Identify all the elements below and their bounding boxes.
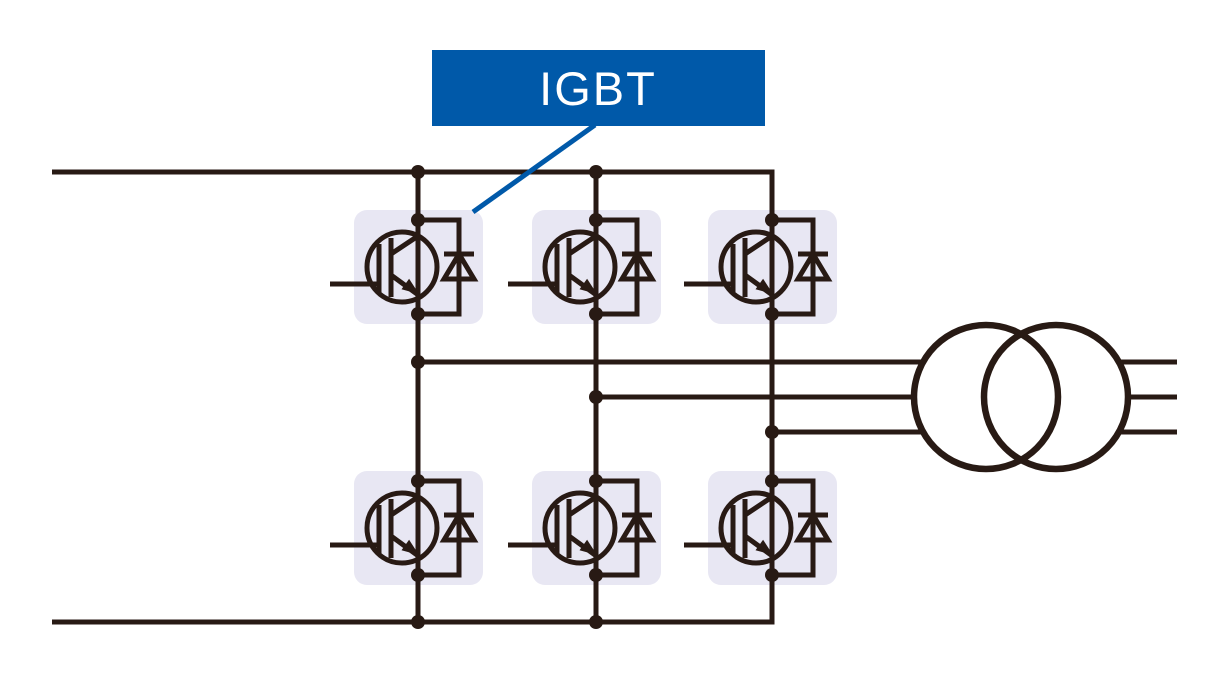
- igbt-cell-bottom-right: [684, 471, 837, 585]
- transformer-winding-right: [980, 321, 1132, 473]
- igbt-cell-bottom-left: [330, 471, 483, 585]
- junction-dot: [411, 165, 425, 179]
- igbt-cell-top-left: [330, 210, 483, 324]
- igbt-label-text: IGBT: [539, 62, 657, 115]
- callout-leader-line: [471, 122, 597, 215]
- igbt-label-box: [432, 50, 765, 126]
- junction-dot: [411, 355, 425, 369]
- igbt-cell-top-middle: [508, 210, 661, 324]
- junction-dot: [765, 425, 779, 439]
- igbt-callout: IGBT: [432, 50, 765, 215]
- igbt-cell-top-right: [684, 210, 837, 324]
- junction-dot: [411, 615, 425, 629]
- transformer-winding-left: [910, 321, 1062, 473]
- igbt-cell-bottom-middle: [508, 471, 661, 585]
- transformer-symbol: [910, 321, 1132, 473]
- junction-dot: [589, 390, 603, 404]
- junction-dot: [589, 165, 603, 179]
- junction-dot: [589, 615, 603, 629]
- junction-dots: [411, 165, 779, 629]
